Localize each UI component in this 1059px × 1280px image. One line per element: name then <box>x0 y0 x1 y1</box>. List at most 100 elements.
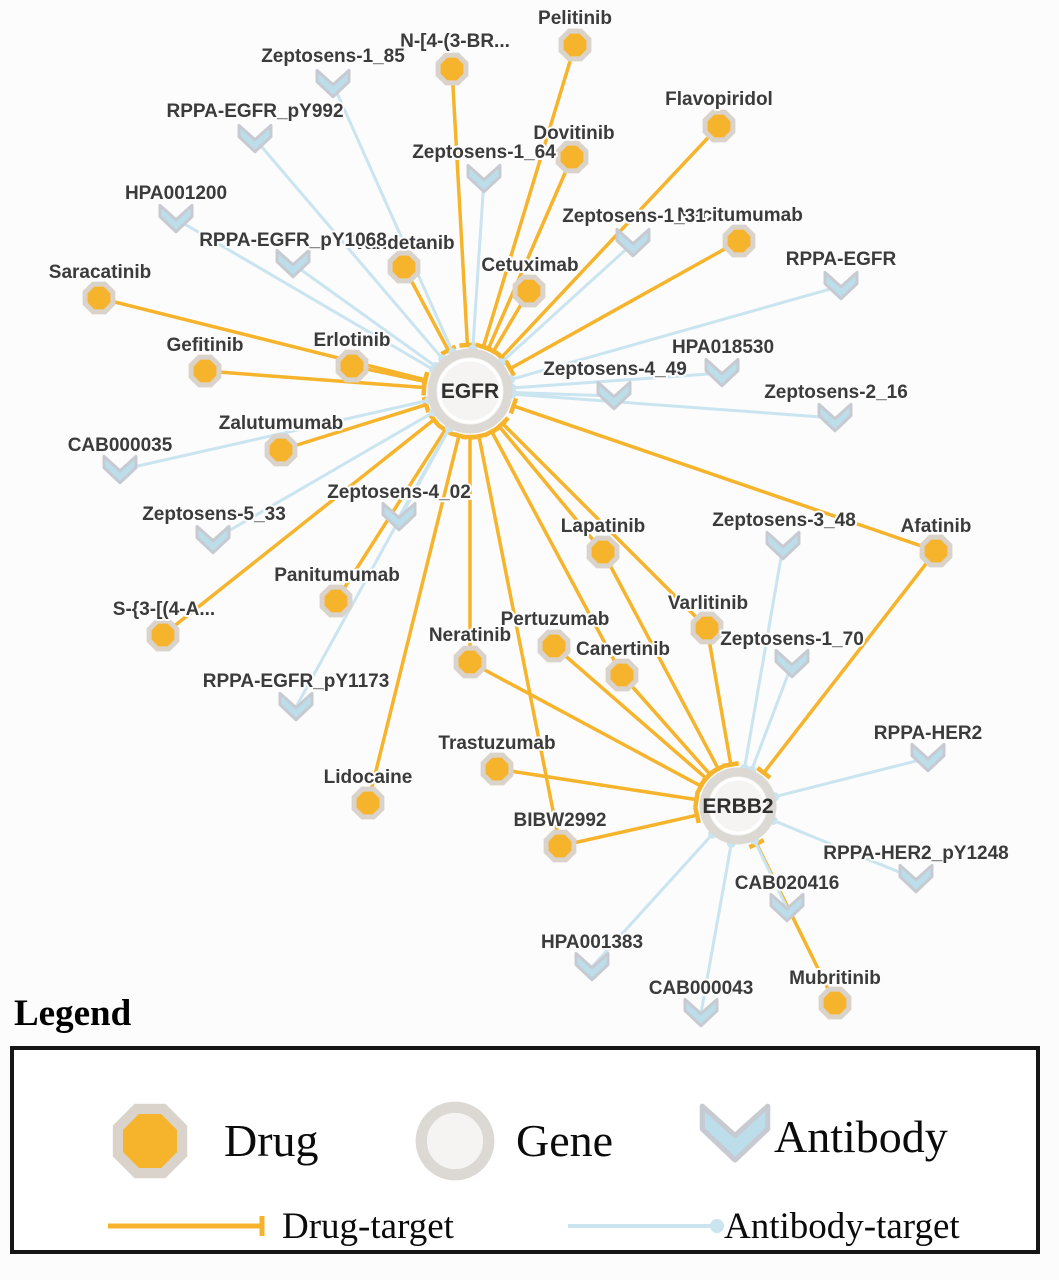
node-label: Vandetanib <box>353 233 454 254</box>
node-antibody-rppa-her2[interactable] <box>910 742 946 773</box>
node-drug-trastuzumab[interactable] <box>480 752 514 786</box>
node-antibody-zeptosens-1-64[interactable] <box>466 163 502 194</box>
legend-box: Drug Gene Antibody Drug-target Antibody-… <box>10 1046 1040 1254</box>
node-drug-neratinib[interactable] <box>453 645 487 679</box>
node-antibody-zeptosens-1-70[interactable] <box>774 648 810 679</box>
edge-antibody-target <box>331 83 458 358</box>
node-antibody-rppa-her2-py1248[interactable] <box>898 863 934 894</box>
node-drug-panitumumab[interactable] <box>319 584 353 618</box>
node-label: Zalutumumab <box>219 413 344 434</box>
node-label: Neratinib <box>429 625 511 646</box>
edge-drug-target <box>496 767 700 808</box>
node-antibody-hpa001200[interactable] <box>158 203 194 234</box>
network-svg: EGFRERBB2PelitinibN-[4-(3-BR...Flavopiri… <box>47 6 1011 1028</box>
node-label: RPPA-HER2 <box>874 723 982 744</box>
node-drug-n-4-3-br[interactable] <box>435 52 469 86</box>
node-antibody-hpa018530[interactable] <box>704 357 740 388</box>
node-drug-pertuzumab[interactable] <box>537 629 571 663</box>
node-label: Zeptosens-1_31 <box>562 206 706 227</box>
node-label: Zeptosens-3_48 <box>712 510 856 531</box>
node-label: HPA018530 <box>672 337 774 358</box>
edge-drug-target <box>280 396 431 452</box>
node-drug-mubritinib[interactable] <box>818 986 852 1020</box>
node-antibody-rppa-egfr[interactable] <box>823 270 859 301</box>
node-antibody-zeptosens-5-33[interactable] <box>195 524 231 555</box>
node-antibody-zeptosens-3-48[interactable] <box>765 530 801 561</box>
edge-drug-target <box>620 673 718 782</box>
node-label: CAB000035 <box>68 435 173 456</box>
edge-drug-target <box>508 397 937 553</box>
node-label: Pelitinib <box>538 8 612 29</box>
node-antibody-cab000035[interactable] <box>102 454 138 485</box>
node-label: Mubritinib <box>789 968 881 989</box>
node-drug-necitumumab[interactable] <box>722 224 756 258</box>
node-label: Zeptosens-1_64 <box>412 142 556 163</box>
node-label: Lidocaine <box>324 767 413 788</box>
node-label: Canertinib <box>576 639 670 660</box>
node-label: Afatinib <box>901 516 972 537</box>
node-antibody-cab020416[interactable] <box>769 892 805 923</box>
node-label: Saracatinib <box>49 262 151 283</box>
node-drug-erlotinib[interactable] <box>335 349 369 383</box>
node-antibody-zeptosens-2-16[interactable] <box>817 402 853 433</box>
node-drug-lapatinib[interactable] <box>586 535 620 569</box>
node-label: CAB020416 <box>735 873 840 894</box>
node-drug-pelitinib[interactable] <box>558 28 592 62</box>
node-antibody-rppa-egfr-py1068[interactable] <box>275 248 311 279</box>
node-drug-saracatinib[interactable] <box>82 281 116 315</box>
nodes-layer: EGFR ERBB2 <box>82 28 953 1028</box>
labels-layer: PelitinibN-[4-(3-BR...FlavopiridolDoviti… <box>47 6 1011 1001</box>
node-gene-egfr[interactable]: EGFR <box>427 348 513 434</box>
node-label: Lapatinib <box>561 516 645 537</box>
node-antibody-hpa001383[interactable] <box>574 951 610 982</box>
node-drug-varlitinib[interactable] <box>690 611 724 645</box>
edge-antibody-target <box>770 756 929 802</box>
node-label: Zeptosens-1_85 <box>261 46 405 67</box>
node-drug-afatinib[interactable] <box>919 534 953 568</box>
gene-label: ERBB2 <box>702 795 773 818</box>
node-label: N-[4-(3-BR... <box>400 31 510 52</box>
node-label: HPA001200 <box>125 183 227 204</box>
node-label: RPPA-HER2_pY1248 <box>823 843 1009 864</box>
node-drug-gefitinib[interactable] <box>188 354 222 388</box>
antibody-target-edge-icon <box>568 1219 724 1233</box>
node-label: Dovitinib <box>533 123 614 144</box>
edge-drug-target <box>705 627 740 769</box>
legend-label-gene: Gene <box>516 1115 614 1166</box>
node-antibody-cab000043[interactable] <box>683 997 719 1028</box>
legend-heading: Legend <box>14 993 132 1034</box>
node-antibody-rppa-egfr-py992[interactable] <box>237 123 273 154</box>
node-drug-flavopiridol[interactable] <box>702 109 736 143</box>
node-drug-zalutumumab[interactable] <box>264 433 298 467</box>
legend-label-drug: Drug <box>224 1115 319 1166</box>
node-drug-dovitinib[interactable] <box>555 140 589 174</box>
node-drug-bibw2992[interactable] <box>543 829 577 863</box>
drug-target-edge-icon <box>108 1216 265 1236</box>
node-antibody-rppa-egfr-py1173[interactable] <box>278 691 314 722</box>
node-label: Varlitinib <box>668 593 748 614</box>
node-label: Panitumumab <box>274 565 400 586</box>
edge-drug-target <box>552 644 714 786</box>
node-label: S-{3-[(4-A... <box>113 599 215 620</box>
node-gene-erbb2[interactable]: ERBB2 <box>699 767 777 845</box>
legend-label-drug-target: Drug-target <box>282 1206 454 1247</box>
node-drug-s-3-4-a[interactable] <box>146 618 180 652</box>
edge-drug-target <box>483 425 624 676</box>
edge-drug-target <box>504 239 740 377</box>
node-drug-lidocaine[interactable] <box>351 786 385 820</box>
node-label: Zeptosens-2_16 <box>764 382 908 403</box>
node-antibody-zeptosens-4-02[interactable] <box>381 501 417 532</box>
node-drug-cetuximab[interactable] <box>512 274 546 308</box>
node-antibody-zeptosens-1-31[interactable] <box>615 227 651 258</box>
gene-node-icon <box>415 1101 495 1181</box>
edge-drug-target <box>559 806 701 848</box>
gene-label: EGFR <box>441 380 499 403</box>
node-antibody-zeptosens-4-49[interactable] <box>596 380 632 411</box>
node-antibody-zeptosens-1-85[interactable] <box>315 68 351 99</box>
node-label: Cetuximab <box>481 255 578 276</box>
edges-layer <box>98 44 938 1014</box>
node-drug-vandetanib[interactable] <box>387 250 421 284</box>
node-label: RPPA-EGFR_pY1173 <box>203 671 390 692</box>
node-drug-canertinib[interactable] <box>605 658 639 692</box>
